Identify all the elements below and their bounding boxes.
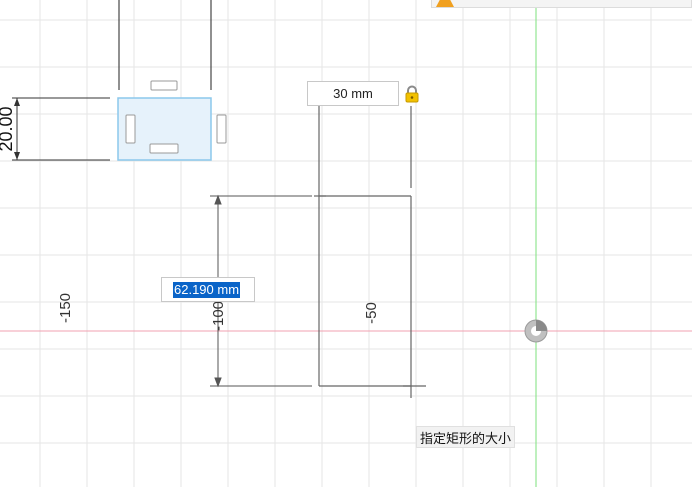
vertical-constraint-icon[interactable]: [125, 114, 227, 144]
top-notification-bar: [431, 0, 692, 8]
height-dimension-value: 62.190 mm: [173, 281, 241, 298]
warning-icon: [436, 0, 454, 7]
height-dimension-input[interactable]: 62.190 mm: [161, 277, 255, 302]
lock-icon[interactable]: [403, 85, 421, 103]
new-rectangle[interactable]: [314, 106, 426, 398]
axis-label-neg100: -100: [210, 301, 227, 331]
tooltip-text: 指定矩形的大小: [420, 431, 512, 447]
tooltip: 指定矩形的大小: [416, 426, 516, 448]
existing-dimension-label: 20.00: [0, 106, 16, 151]
horizontal-constraint-icon[interactable]: [149, 80, 179, 154]
existing-rectangle-group[interactable]: [12, 0, 227, 161]
width-dimension-value: 30 mm: [333, 86, 373, 101]
width-dimension-input[interactable]: 30 mm: [307, 81, 399, 106]
axis-label-neg50: -50: [363, 302, 380, 324]
axis-label-neg150: -150: [57, 293, 74, 323]
origin-icon[interactable]: [524, 319, 548, 343]
